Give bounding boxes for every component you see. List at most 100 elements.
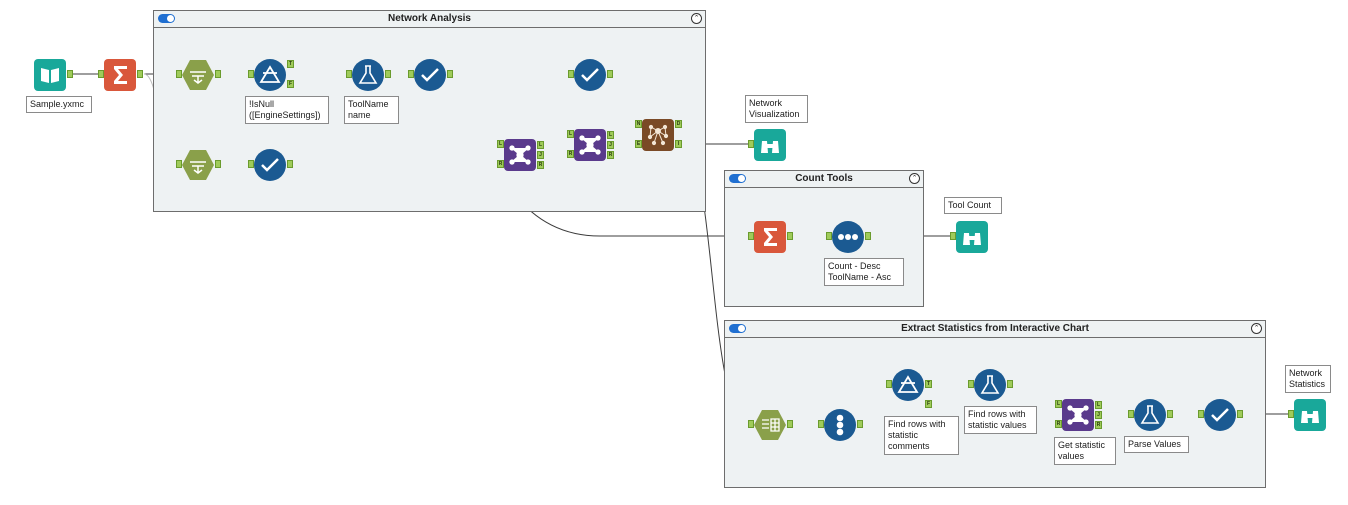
output-anchor[interactable] — [447, 70, 453, 78]
container-extract-statistics[interactable]: Extract Statistics from Interactive Char… — [724, 320, 1266, 488]
input-anchor[interactable] — [248, 160, 254, 168]
right-anchor[interactable]: R — [497, 160, 504, 168]
input-anchor[interactable] — [1128, 410, 1134, 418]
browse-tool[interactable] — [956, 221, 988, 253]
left-anchor[interactable]: L — [1055, 400, 1062, 408]
input-anchor[interactable] — [1288, 410, 1294, 418]
container-header[interactable]: Network Analysis ⌃ — [154, 11, 705, 28]
numbers-icon — [836, 414, 844, 436]
formula-tool[interactable] — [352, 59, 384, 91]
container-header[interactable]: Extract Statistics from Interactive Char… — [725, 321, 1265, 338]
select-tool[interactable] — [1204, 399, 1236, 431]
right-anchor[interactable]: R — [1055, 420, 1062, 428]
right-anchor[interactable]: R — [1095, 421, 1102, 429]
input-anchor[interactable] — [748, 420, 754, 428]
left-anchor[interactable]: L — [497, 140, 504, 148]
network-i-anchor[interactable]: I — [675, 140, 682, 148]
input-anchor[interactable] — [408, 70, 414, 78]
output-anchor[interactable] — [865, 232, 871, 240]
browse-tool[interactable] — [754, 129, 786, 161]
formula-tool[interactable] — [1134, 399, 1166, 431]
browse-tool[interactable] — [1294, 399, 1326, 431]
collapse-icon[interactable]: ⌃ — [909, 173, 920, 184]
true-anchor[interactable]: T — [925, 380, 932, 388]
select-tool[interactable] — [414, 59, 446, 91]
select-tool[interactable] — [574, 59, 606, 91]
collapse-icon[interactable]: ⌃ — [691, 13, 702, 24]
annotation-sort: Count - Desc ToolName - Asc — [824, 258, 904, 286]
input-anchor[interactable] — [818, 420, 824, 428]
input-anchor[interactable] — [748, 232, 754, 240]
input-tool[interactable] — [34, 59, 66, 91]
output-anchor[interactable] — [787, 420, 793, 428]
output-anchor[interactable] — [607, 70, 613, 78]
output-anchor[interactable] — [137, 70, 143, 78]
annotation-filter: !IsNull ([EngineSettings]) — [245, 96, 329, 124]
input-anchor[interactable] — [968, 380, 974, 388]
output-anchor[interactable] — [215, 70, 221, 78]
left-anchor[interactable]: L — [607, 131, 614, 139]
binoculars-icon — [1301, 411, 1319, 423]
input-anchor[interactable] — [568, 70, 574, 78]
output-anchor[interactable] — [787, 232, 793, 240]
network-analysis-tool[interactable] — [642, 119, 674, 151]
join-anchor[interactable]: J — [537, 151, 544, 159]
join-network-icon — [509, 145, 531, 165]
sort-tool[interactable] — [832, 221, 864, 253]
input-anchor[interactable] — [346, 70, 352, 78]
join-anchor[interactable]: J — [607, 141, 614, 149]
container-title: Count Tools — [795, 173, 853, 184]
container-toggle[interactable] — [158, 14, 175, 23]
network-e-anchor[interactable]: E — [635, 140, 642, 148]
input-anchor[interactable] — [176, 160, 182, 168]
filter-tool[interactable] — [254, 59, 286, 91]
output-anchor[interactable] — [215, 160, 221, 168]
collapse-icon[interactable]: ⌃ — [1251, 323, 1262, 334]
input-anchor[interactable] — [826, 232, 832, 240]
input-anchor[interactable] — [950, 232, 956, 240]
report-parse-icon — [762, 418, 780, 432]
input-anchor[interactable] — [248, 70, 254, 78]
output-anchor[interactable] — [1237, 410, 1243, 418]
annotation-network-stats: Network Statistics — [1285, 365, 1331, 393]
container-header[interactable]: Count Tools ⌃ — [725, 171, 923, 188]
left-anchor[interactable]: L — [1095, 401, 1102, 409]
left-anchor[interactable]: L — [567, 130, 574, 138]
container-toggle[interactable] — [729, 324, 746, 333]
right-anchor[interactable]: R — [537, 161, 544, 169]
container-toggle[interactable] — [729, 174, 746, 183]
container-network-analysis[interactable]: Network Analysis ⌃ — [153, 10, 706, 212]
input-anchor[interactable] — [176, 70, 182, 78]
output-anchor[interactable] — [287, 160, 293, 168]
join-tool[interactable] — [504, 139, 536, 171]
output-anchor[interactable] — [1167, 410, 1173, 418]
false-anchor[interactable]: F — [287, 80, 294, 88]
output-anchor[interactable] — [857, 420, 863, 428]
left-anchor[interactable]: L — [537, 141, 544, 149]
record-id-tool[interactable] — [824, 409, 856, 441]
input-anchor[interactable] — [98, 70, 104, 78]
annotation-browse-network-viz: Network Visualization — [745, 95, 808, 123]
false-anchor[interactable]: F — [925, 400, 932, 408]
output-anchor[interactable] — [67, 70, 73, 78]
summarize-tool[interactable] — [754, 221, 786, 253]
network-n-anchor[interactable]: N — [635, 120, 642, 128]
formula-tool[interactable] — [974, 369, 1006, 401]
summarize-tool[interactable] — [104, 59, 136, 91]
network-d-anchor[interactable]: D — [675, 120, 682, 128]
input-anchor[interactable] — [748, 140, 754, 148]
join-anchor[interactable]: J — [1095, 411, 1102, 419]
output-anchor[interactable] — [1007, 380, 1013, 388]
filter-tool[interactable] — [892, 369, 924, 401]
true-anchor[interactable]: T — [287, 60, 294, 68]
select-tool[interactable] — [254, 149, 286, 181]
join-tool[interactable] — [1062, 399, 1094, 431]
right-anchor[interactable]: R — [607, 151, 614, 159]
binoculars-icon — [761, 141, 779, 153]
book-icon — [41, 68, 59, 83]
output-anchor[interactable] — [385, 70, 391, 78]
join-tool[interactable] — [574, 129, 606, 161]
input-anchor[interactable] — [886, 380, 892, 388]
input-anchor[interactable] — [1198, 410, 1204, 418]
right-anchor[interactable]: R — [567, 150, 574, 158]
